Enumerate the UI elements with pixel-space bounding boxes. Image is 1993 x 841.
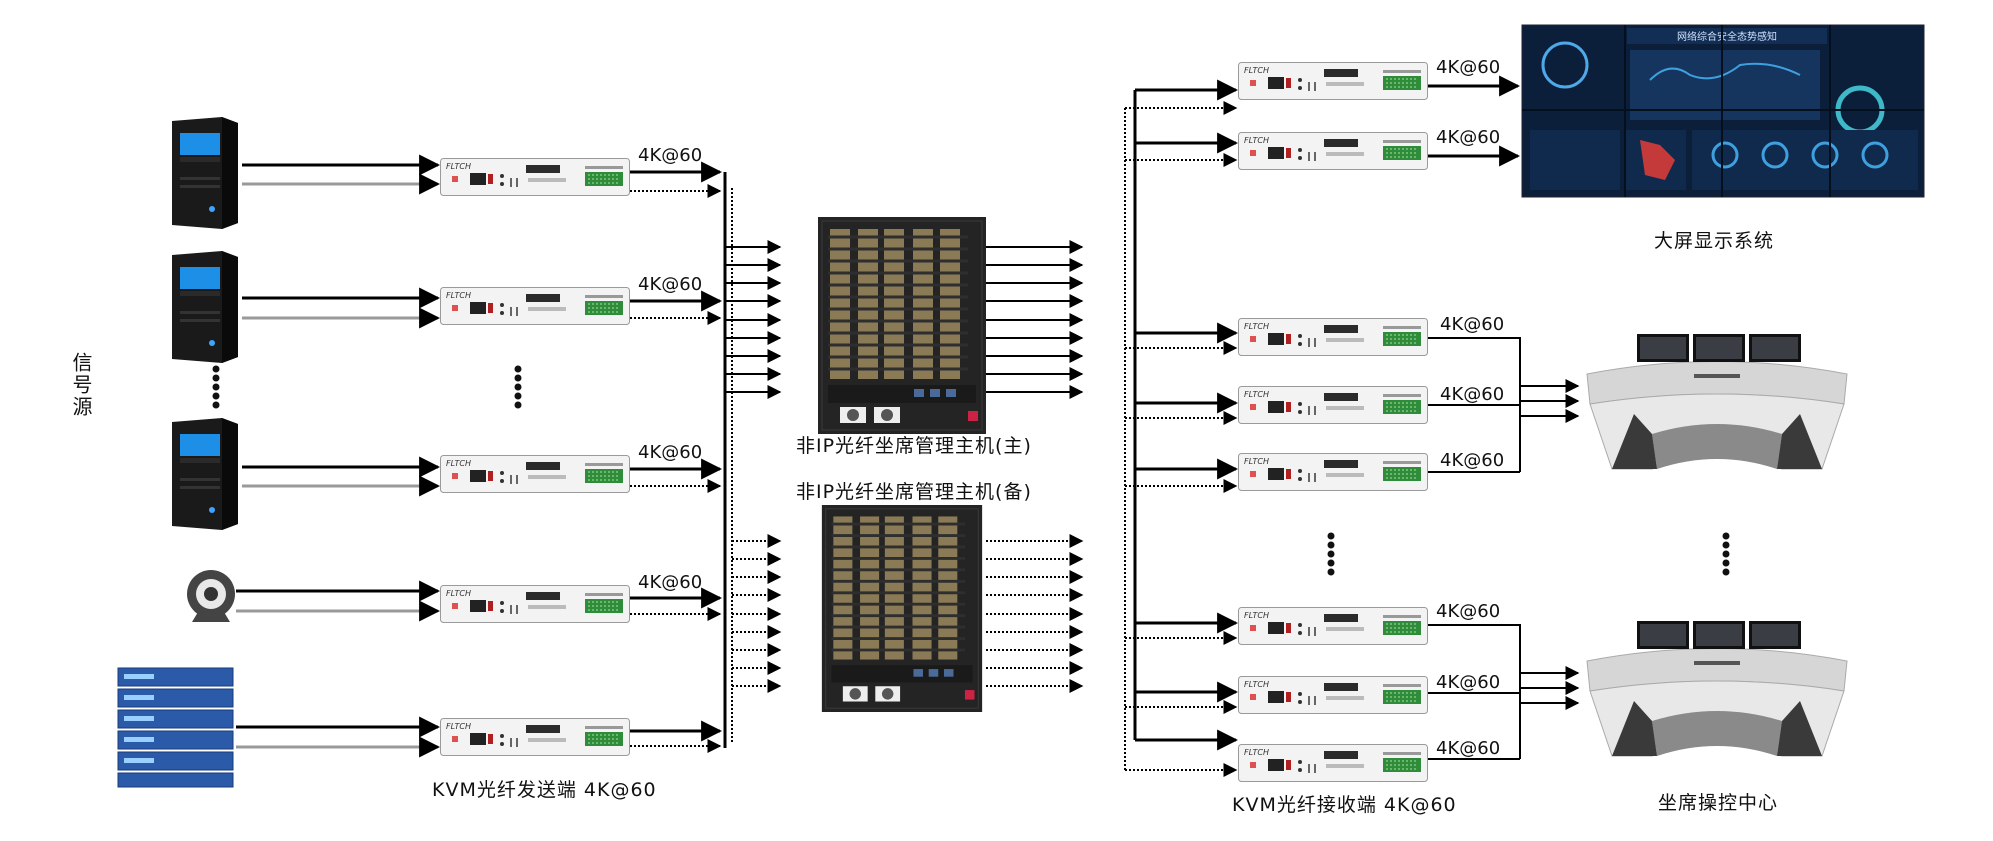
kvm-sender-unit (440, 158, 630, 196)
rate-label: 4K@60 (1440, 314, 1505, 335)
kvm-receiver-unit (1238, 676, 1428, 714)
rate-label: 4K@60 (1436, 57, 1501, 78)
primary-host-icon (818, 217, 986, 434)
rate-label: 4K@60 (1436, 127, 1501, 148)
pc-tower-icon (172, 117, 238, 229)
kvm-receiver-unit (1238, 386, 1428, 424)
kvm-receiver-unit (1238, 62, 1428, 100)
kvm-sender-unit (440, 718, 630, 756)
receiver-caption: KVM光纤接收端 4K@60 (1232, 794, 1457, 816)
pc-tower-icon (172, 251, 238, 363)
kvm-receiver-unit (1238, 318, 1428, 356)
dashboard-title: 网络综合安全态势感知 (1677, 30, 1777, 43)
sender-caption: KVM光纤发送端 4K@60 (432, 779, 657, 801)
big-screen-display-icon: 网络综合安全态势感知 (1521, 24, 1925, 198)
big-screen-caption: 大屏显示系统 (1654, 230, 1775, 252)
kvm-sender-unit (440, 585, 630, 623)
operator-console-icon (1586, 334, 1848, 470)
kvm-receiver-unit (1238, 453, 1428, 491)
server-rack-icon (117, 667, 234, 788)
camera-icon (187, 570, 235, 622)
host-backup-caption: 非IP光纤坐席管理主机(备) (796, 481, 1032, 503)
vertical-dots-receiver (1327, 532, 1335, 576)
backup-host-icon (820, 505, 984, 712)
kvm-receiver-unit (1238, 744, 1428, 782)
rate-label: 4K@60 (638, 145, 703, 166)
rate-label: 4K@60 (1440, 384, 1505, 405)
vertical-dots-console (1722, 532, 1730, 576)
rate-label: 4K@60 (1440, 450, 1505, 471)
kvm-sender-unit (440, 287, 630, 325)
signal-source-label: 信号源 (69, 352, 93, 418)
kvm-receiver-unit (1238, 132, 1428, 170)
operator-console-icon (1586, 621, 1848, 757)
pc-tower-icon (172, 418, 238, 530)
console-center-caption: 坐席操控中心 (1658, 792, 1779, 814)
vertical-dots-sender (514, 365, 522, 409)
kvm-sender-unit (440, 455, 630, 493)
rate-label: 4K@60 (1436, 672, 1501, 693)
rate-label: 4K@60 (1436, 738, 1501, 759)
rate-label: 4K@60 (638, 442, 703, 463)
vertical-dots-left (212, 365, 220, 409)
rate-label: 4K@60 (638, 572, 703, 593)
host-primary-caption: 非IP光纤坐席管理主机(主) (796, 435, 1032, 457)
rate-label: 4K@60 (1436, 601, 1501, 622)
rate-label: 4K@60 (638, 274, 703, 295)
kvm-receiver-unit (1238, 607, 1428, 645)
